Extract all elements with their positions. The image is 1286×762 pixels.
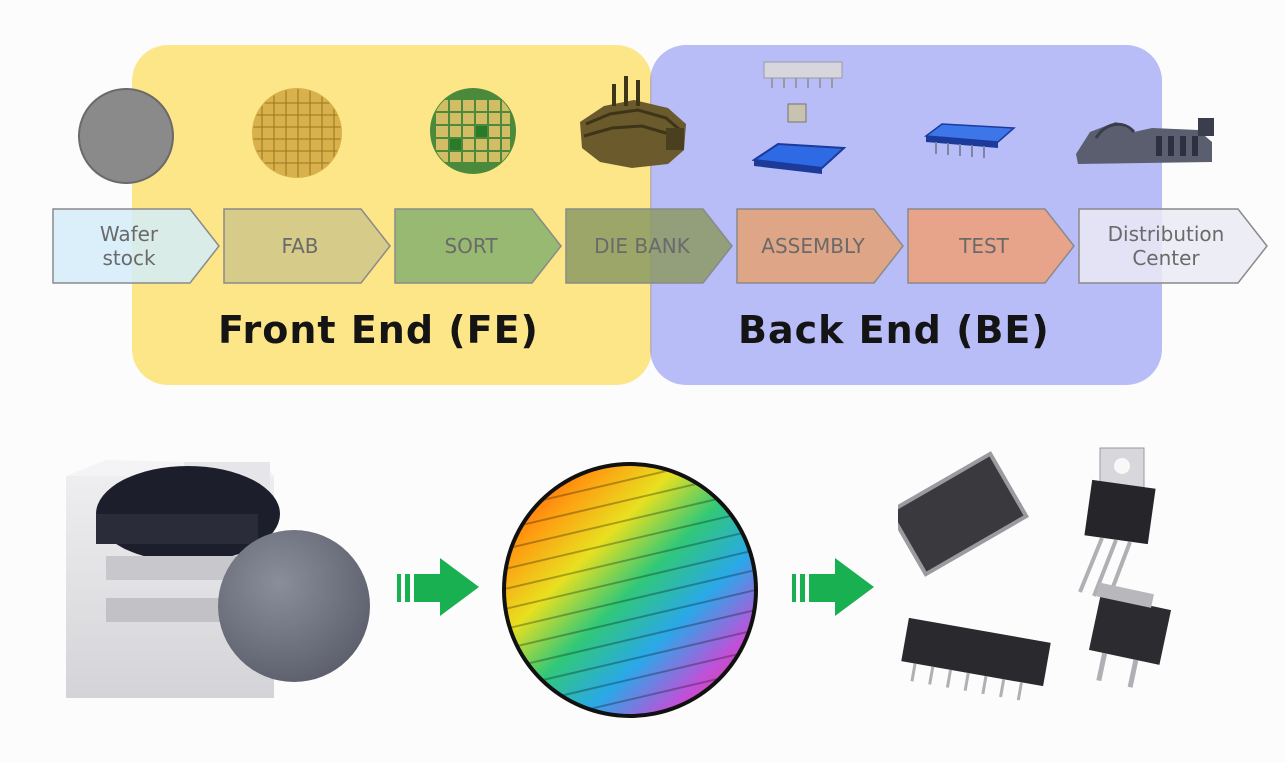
flow-arrow-icon-2 — [792, 558, 874, 616]
step-fab-label: FAB — [223, 208, 391, 284]
step-wafer-stock-shape — [52, 208, 220, 284]
step-label-line: ASSEMBLY — [761, 234, 865, 258]
step-fab-shape — [223, 208, 391, 284]
step-label-line: Center — [1132, 246, 1200, 270]
step-fab: FAB — [223, 208, 391, 284]
wafer-carrier-photo — [66, 460, 370, 698]
step-assembly-label: ASSEMBLY — [736, 208, 904, 284]
step-sort-shape — [394, 208, 562, 284]
step-label-line: FAB — [281, 234, 319, 258]
step-die-bank-label: DIE BANK — [565, 208, 733, 284]
front-end-label: Front End (FE) — [218, 308, 539, 352]
step-die-bank-shape — [565, 208, 733, 284]
rainbow-wafer-photo — [502, 462, 758, 718]
step-label-line: SORT — [444, 234, 498, 258]
step-label-line: DIE BANK — [594, 234, 690, 258]
sorted-wafer-icon — [430, 88, 516, 174]
flow-arrow-icon-1 — [397, 558, 479, 616]
step-assembly: ASSEMBLY — [736, 208, 904, 284]
step-label-line: TEST — [959, 234, 1009, 258]
step-sort: SORT — [394, 208, 562, 284]
step-label-line: Distribution — [1107, 222, 1225, 246]
tested-chip-icon — [923, 123, 1016, 158]
chip-package-icon — [752, 61, 847, 174]
step-die-bank: DIE BANK — [565, 208, 733, 284]
packaged-chips-photo — [898, 447, 1172, 701]
step-label-line: stock — [102, 246, 156, 270]
step-assembly-shape — [736, 208, 904, 284]
patterned-wafer-icon — [252, 88, 342, 178]
step-test-label: TEST — [907, 208, 1075, 284]
blank-wafer-icon — [78, 88, 174, 184]
die-bank-machine-icon — [580, 76, 686, 168]
back-end-region — [650, 45, 1162, 385]
back-end-label: Back End (BE) — [738, 308, 1050, 352]
step-distribution-center-shape — [1078, 208, 1268, 284]
distribution-warehouse-icon — [1076, 118, 1214, 164]
step-sort-label: SORT — [394, 208, 562, 284]
step-test-shape — [907, 208, 1075, 284]
step-label-line: Wafer — [99, 222, 159, 246]
step-test: TEST — [907, 208, 1075, 284]
